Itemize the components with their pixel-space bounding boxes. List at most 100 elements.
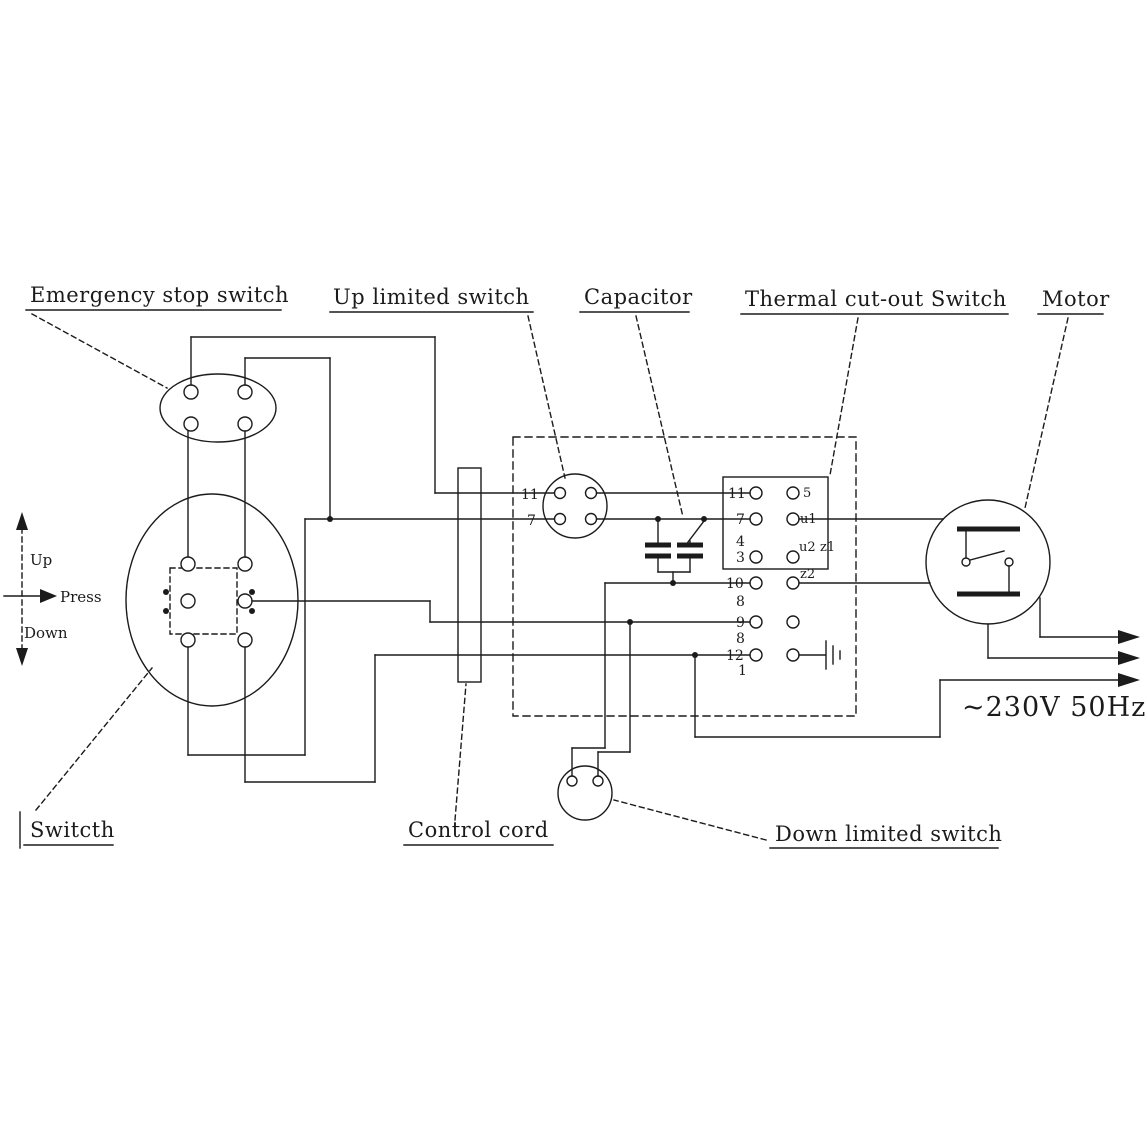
up-switch-terminal-number: 7 xyxy=(527,513,536,529)
terminal xyxy=(237,556,253,572)
contact-dot xyxy=(249,589,255,595)
centrifugal-switch-blade xyxy=(687,520,705,543)
direction-indicator: Up Press Down xyxy=(3,512,102,666)
wires xyxy=(187,336,1121,783)
terminal xyxy=(180,593,196,609)
terminal xyxy=(180,556,196,572)
down-arrow-icon xyxy=(16,648,28,666)
terminal xyxy=(786,648,800,662)
strip-number: 11 xyxy=(728,486,746,502)
thermal-contact xyxy=(961,557,971,567)
motor-leader xyxy=(1024,317,1069,509)
terminal xyxy=(584,486,598,500)
leader-lines xyxy=(31,313,1069,841)
wire-label: u2 xyxy=(799,540,816,555)
up-limited-leader xyxy=(527,315,566,479)
press-arrow-icon xyxy=(40,589,57,603)
thermal-contact-blade xyxy=(969,550,1005,561)
wire-label: z1 xyxy=(820,540,835,555)
contact-dot xyxy=(249,608,255,614)
terminal xyxy=(749,550,763,564)
terminal xyxy=(237,416,253,432)
strip-number: 10 xyxy=(726,576,744,592)
mains-arrow-icon xyxy=(1118,673,1140,687)
down-limited-switch-symbol xyxy=(557,765,613,821)
capacitor-label: Capacitor xyxy=(584,285,693,309)
main-switch-body xyxy=(125,493,299,707)
junction-dot xyxy=(327,516,333,522)
capacitor-leader xyxy=(635,315,684,518)
down-text: Down xyxy=(24,624,68,642)
down-limited-label: Down limited switch xyxy=(775,822,1002,846)
up-limited-switch-symbol: 11 7 xyxy=(521,473,608,539)
junction-dot xyxy=(627,619,633,625)
control-cord-symbol xyxy=(457,467,482,683)
terminal xyxy=(786,550,800,564)
control-cord-label: Control cord xyxy=(408,818,549,842)
terminal xyxy=(566,775,578,787)
motor-symbol xyxy=(925,499,1051,625)
up-arrow-icon xyxy=(16,512,28,530)
terminal xyxy=(749,576,763,590)
strip-number: 9 xyxy=(736,615,745,631)
terminal xyxy=(584,512,598,526)
thermal-cutout-block xyxy=(722,476,829,570)
switch-label: Switcth xyxy=(30,818,115,842)
terminal xyxy=(237,593,253,609)
switch-leader xyxy=(35,667,153,811)
thermal-cutout-leader xyxy=(829,317,859,476)
down-limited-leader xyxy=(613,799,767,841)
strip-number: 12 xyxy=(726,648,744,664)
ground-icon xyxy=(825,640,841,670)
terminal xyxy=(786,615,800,629)
motor-body xyxy=(925,499,1051,625)
power-rating-label: ~230V 50Hz xyxy=(962,692,1146,723)
component-labels: Emergency stop switch Up limited switch … xyxy=(19,283,1146,849)
emergency-stop-body xyxy=(159,373,277,443)
strip-number: 8 xyxy=(736,594,745,610)
strip-number: 3 xyxy=(736,550,745,566)
main-switch-symbol xyxy=(125,493,299,707)
junction-box-outline xyxy=(512,436,857,717)
strip-number: 8 xyxy=(736,631,745,647)
thermal-contact xyxy=(1004,557,1014,567)
wire-label: z2 xyxy=(800,567,815,582)
terminal xyxy=(786,512,800,526)
emergency-stop-switch-symbol xyxy=(159,373,277,443)
emergency-stop-leader xyxy=(31,313,168,389)
mains-arrow-icon xyxy=(1118,651,1140,665)
terminal xyxy=(749,648,763,662)
terminal xyxy=(749,615,763,629)
terminal xyxy=(786,486,800,500)
mains-arrow-icon xyxy=(1118,630,1140,644)
up-text: Up xyxy=(30,551,52,569)
terminal xyxy=(749,486,763,500)
terminal xyxy=(183,416,199,432)
thermal-cutout-label: Thermal cut-out Switch xyxy=(745,287,1007,311)
press-text: Press xyxy=(60,588,102,606)
contact-dot xyxy=(163,589,169,595)
terminal xyxy=(749,512,763,526)
control-cord-leader xyxy=(454,683,467,821)
main-switch-contact-block xyxy=(169,567,238,635)
contact-dot xyxy=(163,608,169,614)
up-limited-body xyxy=(542,473,608,539)
junction-dot xyxy=(692,652,698,658)
motor-label: Motor xyxy=(1042,287,1110,311)
terminal xyxy=(553,512,567,526)
terminal xyxy=(553,486,567,500)
down-limited-body xyxy=(557,765,613,821)
emergency-stop-label: Emergency stop switch xyxy=(30,283,289,307)
terminal xyxy=(183,384,199,400)
up-limited-label: Up limited switch xyxy=(333,285,530,309)
mains-arrows xyxy=(1118,630,1140,687)
terminal xyxy=(592,775,604,787)
capacitor-symbol xyxy=(645,516,707,586)
strip-number: 4 xyxy=(736,534,745,550)
strip-number: 1 xyxy=(738,663,747,679)
terminal xyxy=(180,632,196,648)
strip-number: 7 xyxy=(736,512,745,528)
up-switch-terminal-number: 11 xyxy=(521,487,539,503)
